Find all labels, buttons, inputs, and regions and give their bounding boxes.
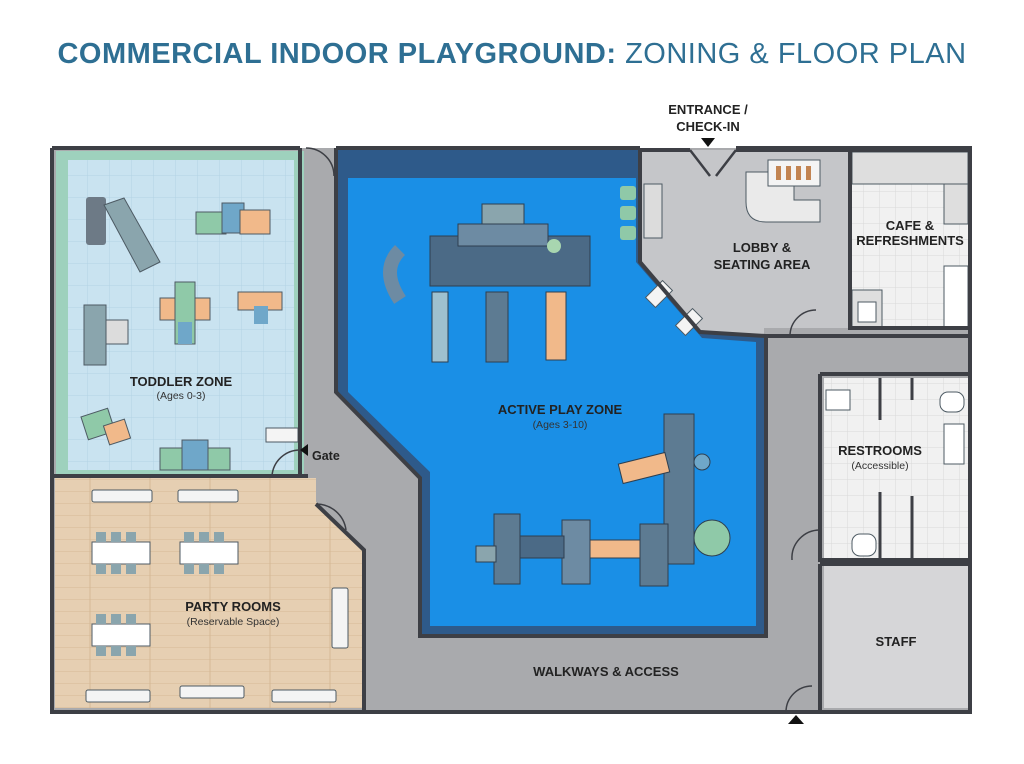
active-zone-note: (Ages 3-10) [533,419,588,431]
toddler-climber-icon [159,281,211,345]
toddler-mini-slide-icon [237,291,283,324]
coat-rack-icon [776,166,811,180]
play-structure-upper-icon [383,203,591,363]
gate-arrow-icon [300,444,308,456]
walls [50,146,972,714]
toddler-gate-steps-icon [265,427,299,443]
play-structure-lower-icon [475,413,731,587]
toddler-zone-label: TODDLER ZONE [130,374,233,389]
toddler-blocks-icon [195,202,271,235]
toddler-slide-icon [86,197,161,273]
active-play-zone [336,150,766,636]
title-bold: COMMERCIAL INDOOR PLAYGROUND: [57,38,617,70]
toddler-tunnel-icon [159,439,231,471]
lobby-area [620,150,850,337]
toddler-zone [56,151,304,474]
gate-label: Gate [312,449,340,463]
staff-room [824,566,968,708]
walkways-label: WALKWAYS & ACCESS [533,664,679,679]
cafe-label-line2: REFRESHMENTS [856,233,964,248]
party-table-icon [91,541,239,647]
doors [271,147,821,713]
toddler-zone-note: (Ages 0-3) [156,390,205,402]
active-zone-label: ACTIVE PLAY ZONE [498,402,623,417]
lobby-label-line2: SEATING AREA [714,257,811,272]
toddler-rocker-icon [80,407,132,446]
lobby-label-line1: LOBBY & [733,240,791,255]
staff-label: STAFF [876,634,917,649]
entrance-label-line1: ENTRANCE / [668,102,748,117]
entrance-arrow-icon [701,138,715,147]
toddler-stairs-icon [83,304,129,366]
party-rooms-label: PARTY ROOMS [185,599,281,614]
party-rooms [55,478,364,708]
title-light: ZONING & FLOOR PLAN [625,38,967,70]
restrooms-label: RESTROOMS [838,443,922,458]
bottom-exit-arrow-icon [788,715,804,724]
restrooms-note: (Accessible) [851,460,908,472]
entrance-label-line2: CHECK-IN [676,119,740,134]
restrooms-area [824,378,968,560]
cafe-label-line1: CAFE & [886,218,934,233]
cafe-area [851,151,969,329]
page-title: COMMERCIAL INDOOR PLAYGROUND: ZONING & F… [0,38,1024,71]
party-rooms-note: (Reservable Space) [187,616,280,628]
